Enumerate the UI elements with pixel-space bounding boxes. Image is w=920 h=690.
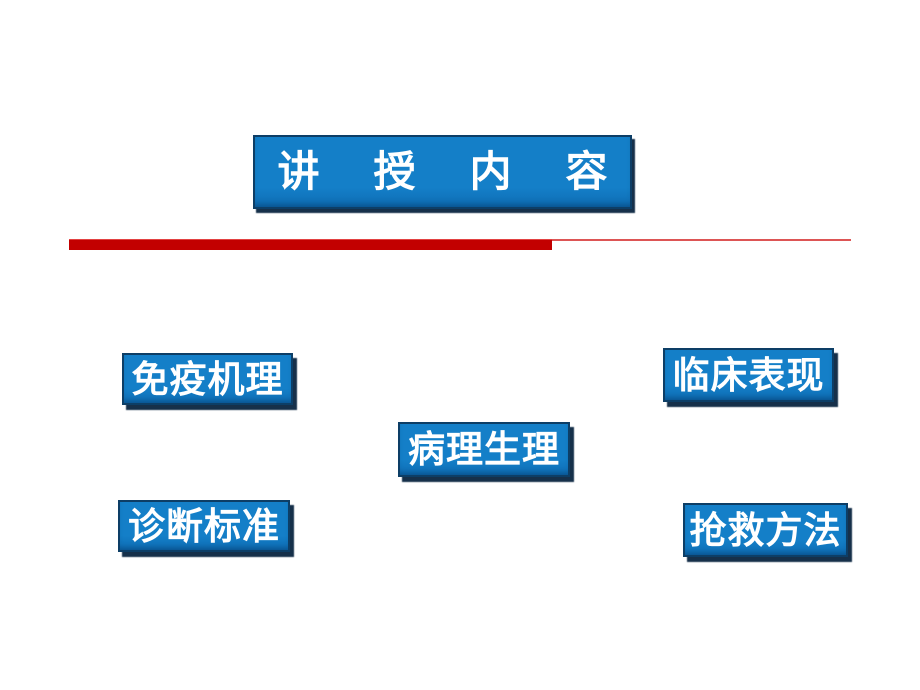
topic-box-diagnostic-criteria[interactable]: 诊断标准	[118, 500, 290, 552]
topic-box-rescue-methods[interactable]: 抢救方法	[683, 503, 848, 557]
slide-title: 讲 授 内 容	[277, 147, 614, 196]
topic-box-clinical-manifestations[interactable]: 临床表现	[663, 348, 834, 402]
topic-box-immune-mechanism[interactable]: 免疫机理	[122, 353, 293, 405]
topic-box-pathophysiology[interactable]: 病理生理	[398, 422, 570, 477]
topic-label-rescue-methods: 抢救方法	[689, 507, 842, 552]
slide-title-banner: 讲 授 内 容	[253, 135, 632, 209]
topic-label-clinical-manifestations: 临床表现	[672, 352, 825, 397]
topic-label-immune-mechanism: 免疫机理	[131, 356, 284, 401]
topic-label-pathophysiology: 病理生理	[408, 427, 560, 471]
divider-bar	[69, 239, 552, 250]
topic-label-diagnostic-criteria: 诊断标准	[128, 503, 280, 548]
divider-thin-line	[552, 239, 851, 241]
